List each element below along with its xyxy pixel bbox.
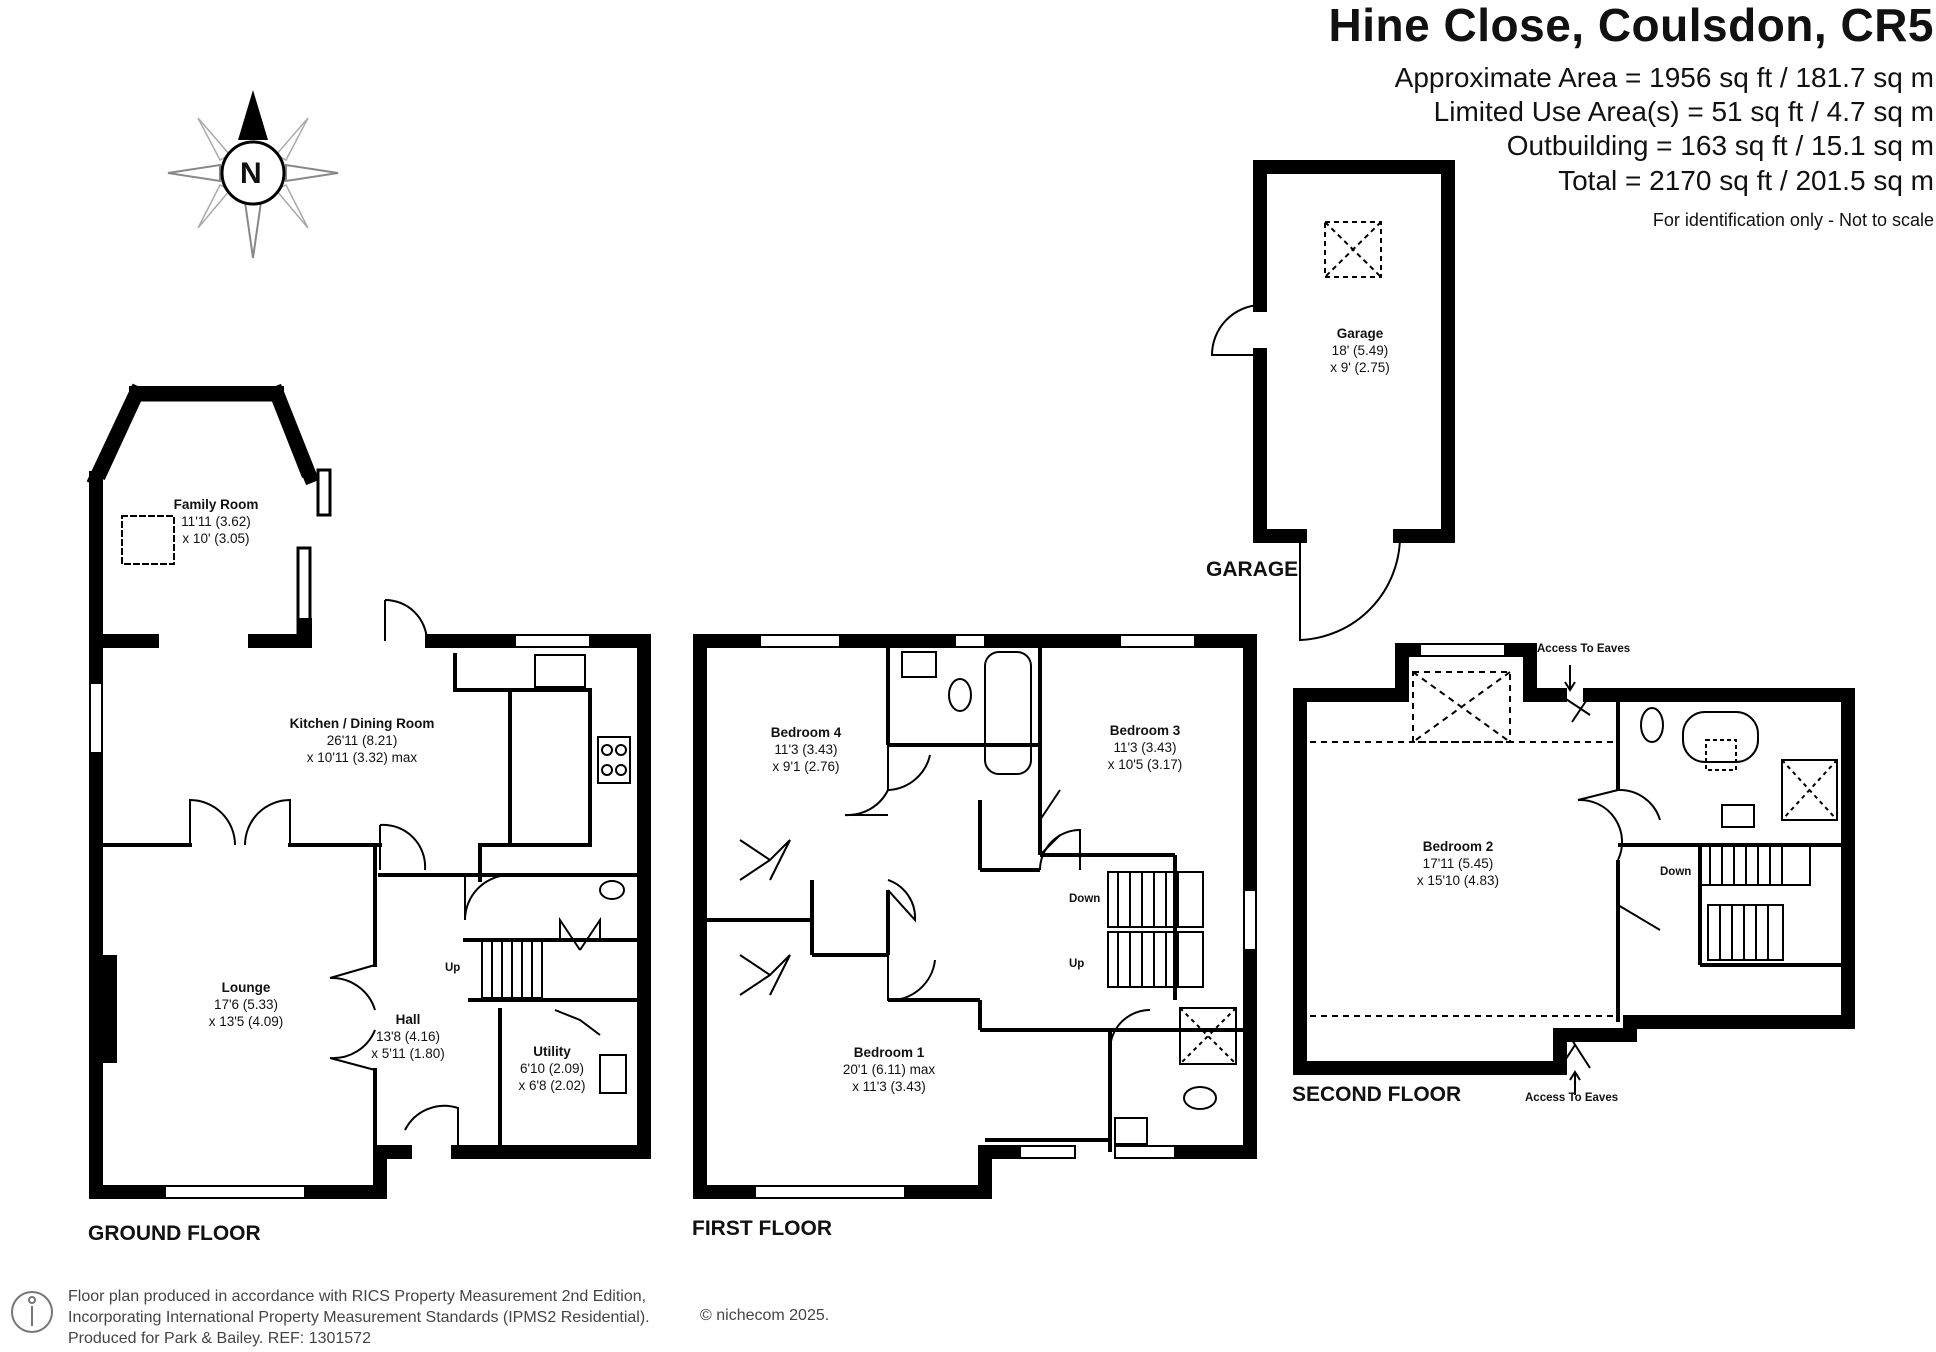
room-bedroom-3: Bedroom 3 11'3 (3.43) x 10'5 (3.17) <box>1108 722 1183 773</box>
room-utility: Utility 6'10 (2.09) x 6'8 (2.02) <box>518 1043 585 1094</box>
room-dimension: x 10'5 (3.17) <box>1107 757 1183 772</box>
room-name: Hall <box>395 1012 421 1027</box>
outbuilding-area: Outbuilding = 163 sq ft / 15.1 sq m <box>1506 130 1934 161</box>
room-name: Lounge <box>221 980 271 995</box>
room-dimension: 11'3 (3.43) <box>774 742 838 757</box>
eaves-access-label: Access To Eaves <box>1525 1092 1619 1104</box>
room-dimension: 11'11 (3.62) <box>181 514 251 529</box>
room-name: Bedroom 1 <box>853 1045 925 1060</box>
first-floor-label: FIRST FLOOR <box>692 1217 832 1240</box>
room-kitchen-dining: Kitchen / Dining Room 26'11 (8.21) x 10'… <box>290 715 435 766</box>
room-name: Bedroom 2 <box>1422 839 1494 854</box>
room-garage: Garage 18' (5.49) x 9' (2.75) <box>1330 325 1390 376</box>
room-dimension: x 10'11 (3.32) max <box>306 750 418 765</box>
approximate-area: Approximate Area = 1956 sq ft / 181.7 sq… <box>1394 62 1934 93</box>
room-bedroom-1: Bedroom 1 20'1 (6.11) max x 11'3 (3.43) <box>843 1044 935 1095</box>
room-name: Family Room <box>173 497 259 512</box>
room-dimension: x 15'10 (4.83) <box>1416 873 1500 888</box>
total-area: Total = 2170 sq ft / 201.5 sq m <box>1558 165 1934 196</box>
room-dimension: x 6'8 (2.02) <box>518 1078 586 1093</box>
room-hall: Hall 13'8 (4.16) x 5'11 (1.80) <box>371 1011 445 1062</box>
room-name: Utility <box>533 1044 571 1059</box>
copyright-text: © nichecom 2025. <box>700 1307 830 1324</box>
room-name: Bedroom 4 <box>770 725 842 740</box>
stairs-down-label: Down <box>1069 893 1101 905</box>
room-dimension: x 9'1 (2.76) <box>772 759 840 774</box>
room-dimension: 17'6 (5.33) <box>213 997 279 1012</box>
stairs-up-label: Up <box>1069 958 1085 970</box>
disclaimer-note: For identification only - Not to scale <box>1652 210 1934 230</box>
ground-floor-label: GROUND FLOOR <box>88 1222 261 1245</box>
footer-line: Incorporating International Property Mea… <box>68 1309 650 1326</box>
room-bedroom-4: Bedroom 4 11'3 (3.43) x 9'1 (2.76) <box>771 724 842 775</box>
compass-north-label: N <box>240 157 262 190</box>
room-dimension: 26'11 (8.21) <box>326 733 398 748</box>
garage-label: GARAGE <box>1206 558 1299 581</box>
room-family-room: Family Room 11'11 (3.62) x 10' (3.05) <box>174 496 259 547</box>
room-dimension: x 9' (2.75) <box>1330 360 1390 375</box>
room-dimension: 18' (5.49) <box>1331 343 1389 358</box>
room-name: Garage <box>1336 326 1384 341</box>
page-title: Hine Close, Coulsdon, CR5 <box>1328 0 1934 51</box>
ground-floor-walls <box>86 383 651 1199</box>
room-dimension: x 11'3 (3.43) <box>852 1079 926 1094</box>
room-dimension: 17'11 (5.45) <box>1422 856 1494 871</box>
stairs-down-label: Down <box>1660 866 1692 878</box>
eaves-access-label: Access To Eaves <box>1537 643 1631 655</box>
limited-use-area: Limited Use Area(s) = 51 sq ft / 4.7 sq … <box>1433 96 1934 127</box>
room-dimension: x 5'11 (1.80) <box>371 1046 445 1061</box>
room-dimension: x 10' (3.05) <box>182 531 250 546</box>
second-floor-label: SECOND FLOOR <box>1292 1083 1462 1106</box>
stairs-up-label: Up <box>445 962 461 974</box>
room-dimension: 11'3 (3.43) <box>1113 740 1177 755</box>
room-name: Kitchen / Dining Room <box>289 716 435 731</box>
compass-icon <box>167 90 339 259</box>
footer-line: Floor plan produced in accordance with R… <box>68 1288 647 1305</box>
room-dimension: x 13'5 (4.09) <box>208 1014 284 1029</box>
person-icon <box>11 1291 53 1333</box>
footer-text: Floor plan produced in accordance with R… <box>68 1286 650 1349</box>
footer-line: Produced for Park & Bailey. REF: 1301572 <box>68 1330 371 1347</box>
room-bedroom-2: Bedroom 2 17'11 (5.45) x 15'10 (4.83) <box>1417 838 1499 889</box>
room-lounge: Lounge 17'6 (5.33) x 13'5 (4.09) <box>209 979 284 1030</box>
room-dimension: 13'8 (4.16) <box>375 1029 441 1044</box>
room-dimension: 20'1 (6.11) max <box>842 1062 936 1077</box>
room-name: Bedroom 3 <box>1109 723 1181 738</box>
room-dimension: 6'10 (2.09) <box>519 1061 585 1076</box>
